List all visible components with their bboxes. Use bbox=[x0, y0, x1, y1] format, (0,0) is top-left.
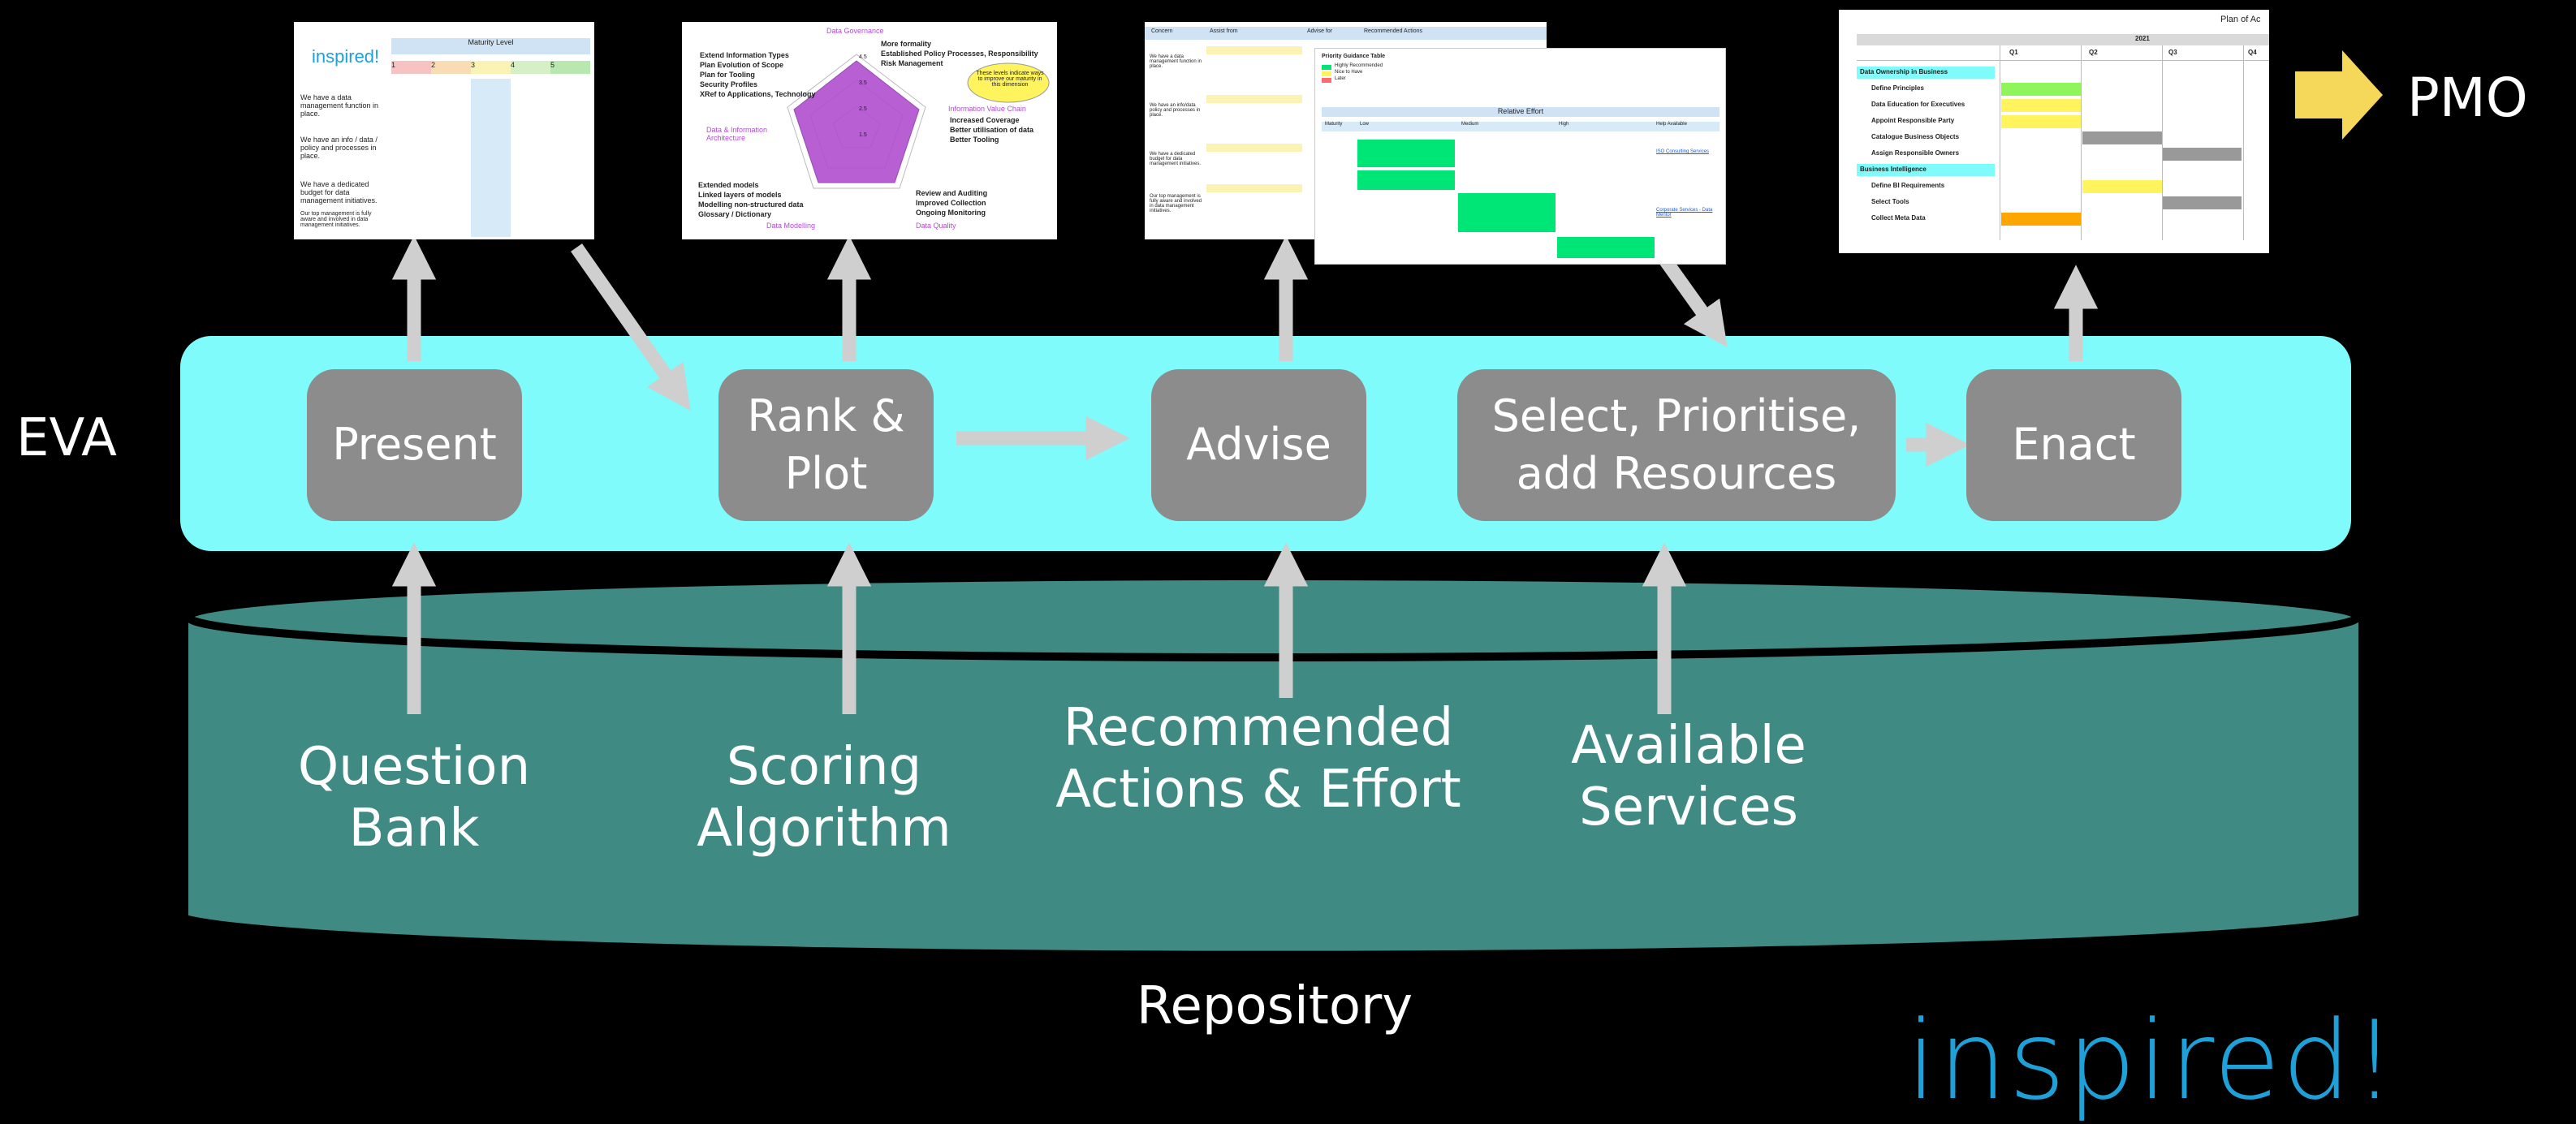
effort-title: Relative Effort bbox=[1322, 107, 1719, 117]
model-item-4: Glossary / Dictionary bbox=[698, 210, 772, 218]
plan-item-7: Select Tools bbox=[1871, 198, 1909, 205]
level-1: 1 bbox=[391, 61, 431, 74]
gov-item-1: More formality bbox=[881, 40, 932, 48]
thumbnail-effort-table[interactable]: Priority Guidance Table Highly Recommend… bbox=[1315, 49, 1725, 264]
effort-header-high: High bbox=[1559, 122, 1569, 127]
level-4: 4 bbox=[511, 61, 550, 74]
plan-item-1: Define Principles bbox=[1871, 84, 1924, 92]
actions-row-3: We have a dedicated budget for data mana… bbox=[1150, 152, 1202, 166]
plan-section-2: Business Intelligence bbox=[1860, 166, 1927, 173]
thumbnail-radar[interactable]: Data Governance Information Value Chain … bbox=[682, 22, 1057, 239]
plan-item-3: Appoint Responsible Party bbox=[1871, 117, 1955, 124]
eva-label: EVA bbox=[16, 408, 117, 468]
repository-label: Repository bbox=[1136, 976, 1413, 1036]
priority-title: Priority Guidance Table bbox=[1322, 54, 1386, 59]
step-enact[interactable]: Enact bbox=[1966, 369, 2181, 521]
axis-data-architecture: Data & Information Architecture bbox=[706, 126, 768, 142]
effort-header-low: Low bbox=[1360, 122, 1370, 127]
help-link-2[interactable]: Corporate Services - Data Mentor bbox=[1656, 208, 1713, 217]
model-item-3: Modelling non-structured data bbox=[698, 200, 804, 209]
thumbnail-plan[interactable]: Plan of Ac 2021 Q1 Q2 Q3 Q4 Data Ownersh… bbox=[1839, 10, 2269, 253]
actions-row-1: We have a data management function in pl… bbox=[1150, 54, 1202, 69]
actions-header-4: Recommended Actions bbox=[1364, 28, 1422, 34]
plan-title: Plan of Ac bbox=[2220, 15, 2261, 24]
plan-year: 2021 bbox=[2135, 35, 2150, 42]
source-recommended-actions: Recommended Actions & Effort bbox=[1055, 698, 1461, 820]
radar-chart bbox=[787, 54, 1050, 189]
legend-highly-recommended: Highly Recommended bbox=[1335, 63, 1383, 68]
actions-header-1: Concern bbox=[1151, 28, 1173, 34]
maturity-row-4: Our top management is fully aware and in… bbox=[300, 211, 372, 228]
radar-callout: These levels indicate ways to improve ou… bbox=[976, 71, 1044, 88]
logo-main-text: inspired bbox=[1906, 997, 2353, 1124]
effort-header-medium: Medium bbox=[1461, 122, 1479, 127]
plan-q2: Q2 bbox=[2089, 49, 2098, 56]
source-available-services: Available Services bbox=[1571, 716, 1806, 838]
plan-item-4: Catalogue Business Objects bbox=[1871, 133, 1960, 140]
effort-header-maturity: Maturity bbox=[1325, 122, 1343, 127]
ivc-item-2: Better utilisation of data bbox=[950, 126, 1034, 134]
plan-item-2: Data Education for Executives bbox=[1871, 101, 1965, 108]
logo-exclamation: ! bbox=[2352, 997, 2398, 1124]
level-3: 3 bbox=[471, 61, 511, 74]
step-rank-plot[interactable]: Rank & Plot bbox=[718, 369, 934, 521]
radar-tick-1: 4.5 bbox=[859, 54, 867, 60]
radar-tick-2: 3.5 bbox=[859, 80, 867, 86]
arrow-diagonal-to-rank bbox=[571, 243, 691, 411]
plan-q1: Q1 bbox=[2009, 49, 2018, 56]
axis-data-governance: Data Governance bbox=[826, 27, 884, 35]
step-select-prioritise[interactable]: Select, Prioritise, add Resources bbox=[1457, 369, 1896, 521]
axis-information-value-chain: Information Value Chain bbox=[948, 105, 1026, 113]
arch-item-1: Extend Information Types bbox=[700, 51, 789, 59]
legend-nice-to-have: Nice to Have bbox=[1335, 70, 1363, 75]
plan-item-6: Define BI Requirements bbox=[1871, 182, 1945, 189]
actions-row-4: Our top management is fully aware and in… bbox=[1150, 194, 1202, 213]
maturity-row-2: We have an info / data / policy and proc… bbox=[300, 136, 378, 160]
quality-item-1: Review and Auditing bbox=[916, 189, 988, 197]
maturity-row-3: We have a dedicated budget for data mana… bbox=[300, 180, 378, 205]
axis-data-modelling: Data Modelling bbox=[766, 222, 816, 230]
ivc-item-1: Increased Coverage bbox=[950, 116, 1020, 124]
radar-tick-3: 2.5 bbox=[859, 106, 867, 112]
legend-later: Later bbox=[1335, 76, 1346, 81]
arch-item-3: Plan for Tooling bbox=[700, 71, 755, 79]
level-5: 5 bbox=[550, 61, 590, 74]
step-present[interactable]: Present bbox=[307, 369, 522, 521]
plan-q4: Q4 bbox=[2248, 49, 2257, 56]
plan-item-8: Collect Meta Data bbox=[1871, 214, 1926, 222]
source-question-bank: Question Bank bbox=[297, 737, 531, 859]
step-advise[interactable]: Advise bbox=[1151, 369, 1366, 521]
maturity-row-1: We have a data management function in pl… bbox=[300, 93, 379, 118]
pmo-arrow-icon bbox=[2295, 50, 2383, 140]
quality-item-3: Ongoing Monitoring bbox=[916, 209, 986, 217]
plan-q3: Q3 bbox=[2168, 49, 2177, 56]
inspired-logo: inspired! bbox=[1906, 1006, 2397, 1115]
arch-item-2: Plan Evolution of Scope bbox=[700, 61, 784, 69]
maturity-header: Maturity Level bbox=[391, 38, 590, 54]
arch-item-5: XRef to Applications, Technology bbox=[700, 90, 816, 98]
help-link-1[interactable]: ISO Consulting Services bbox=[1656, 149, 1710, 154]
repository-cylinder bbox=[184, 572, 2362, 951]
source-scoring-algorithm: Scoring Algorithm bbox=[697, 737, 951, 859]
actions-header-2: Assist from bbox=[1210, 28, 1238, 34]
gov-item-2: Established Policy Processes, Responsibi… bbox=[881, 50, 1038, 58]
thumbnail-maturity-table[interactable]: inspired! Maturity Level 1 2 3 4 5 We ha… bbox=[294, 22, 594, 239]
ivc-item-3: Better Tooling bbox=[950, 136, 999, 144]
maturity-logo: inspired! bbox=[312, 46, 380, 67]
gov-item-3: Risk Management bbox=[881, 59, 943, 67]
model-item-2: Linked layers of models bbox=[698, 191, 782, 199]
quality-item-2: Improved Collection bbox=[916, 199, 986, 207]
arch-item-4: Security Profiles bbox=[700, 80, 758, 88]
pmo-label: PMO bbox=[2407, 67, 2528, 129]
radar-tick-4: 1.5 bbox=[859, 132, 867, 138]
level-2: 2 bbox=[431, 61, 471, 74]
axis-data-quality: Data Quality bbox=[916, 222, 956, 230]
effort-header-help: Help Available bbox=[1656, 122, 1687, 127]
model-item-1: Extended models bbox=[698, 181, 759, 189]
plan-item-5: Assign Responsible Owners bbox=[1871, 149, 1960, 157]
actions-row-2: We have an info/data policy and processe… bbox=[1150, 103, 1201, 118]
plan-section-1: Data Ownership in Business bbox=[1860, 68, 1948, 75]
actions-header-3: Advise for bbox=[1307, 28, 1333, 34]
